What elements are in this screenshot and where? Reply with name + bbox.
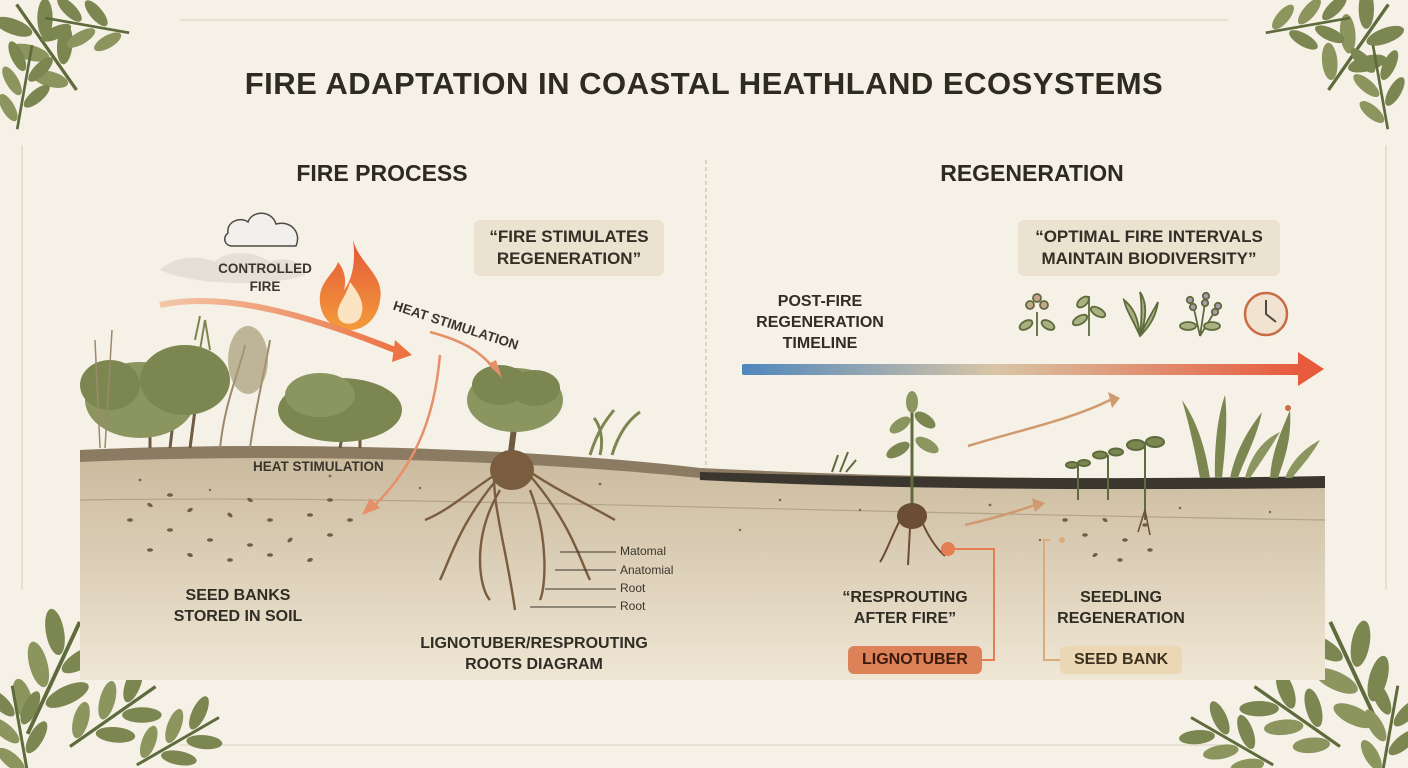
controlled-fire-label-line2: fire (249, 279, 281, 294)
arrowhead-upper (1108, 392, 1120, 408)
fire-stimulates-quote-line1: “Fire stimulates (489, 227, 649, 246)
fire-flow-arrows (159, 298, 502, 515)
heathland-shrubs (80, 315, 641, 456)
timeline-label-line1: Post-fire (777, 293, 863, 310)
seedling-regeneration-label: Seedling regeneration (1048, 587, 1194, 629)
cloud-icon (160, 212, 305, 284)
seed-bank-tag: Seed bank (1060, 646, 1183, 674)
seed-banks-label-line2: stored in soil (173, 608, 303, 625)
timeline-label-line3: timeline (782, 335, 858, 352)
heat-stimulation-lower-label: Heat stimulation (253, 459, 384, 474)
seed-banks-label-line1: Seed banks (185, 587, 291, 604)
new-seedlings (831, 436, 1165, 536)
lignotuber-tree (424, 365, 616, 611)
root-label-lines (530, 551, 616, 608)
controlled-fire-label-line1: Controlled (218, 261, 312, 276)
seedling-regeneration-label-line2: regeneration (1057, 610, 1185, 627)
resprouting-label-line2: after fire” (853, 610, 957, 627)
optimal-intervals-quote-line1: “Optimal fire intervals (1035, 227, 1263, 246)
soil-cross-section (79, 446, 1326, 680)
root-label-3: Root (620, 581, 646, 595)
seedling-regeneration-label-line1: Seedling (1080, 589, 1162, 606)
lavender-icon (1179, 291, 1223, 337)
arrowhead-lower (1032, 498, 1045, 512)
root-label-1: Matomal (620, 544, 667, 558)
lignotuber-diagram-label-line2: roots diagram (465, 656, 603, 673)
sprig-icon (1071, 295, 1107, 336)
regeneration-arrows (964, 398, 1111, 527)
fire-stimulates-quote-line2: regeneration” (496, 249, 642, 268)
fire-process-heading: Fire Process (296, 160, 468, 186)
resprouting-seedling (879, 391, 946, 566)
fire-stimulates-quote: “Fire stimulates regeneration” (474, 220, 664, 276)
lignotuber-tag: Lignotuber (848, 646, 982, 674)
lignotuber-diagram-label-line1: Lignotuber/resprouting (420, 635, 648, 652)
optimal-intervals-quote: “Optimal fire intervals maintain biodive… (1018, 220, 1280, 276)
regeneration-heading: Regeneration (940, 160, 1124, 186)
timeline-label: Post-fire regeneration timeline (742, 291, 898, 354)
resprouting-label-line1: “Resprouting (842, 589, 968, 606)
optimal-intervals-quote-line2: maintain biodiversity” (1041, 249, 1257, 268)
timeline-label-line2: regeneration (756, 314, 884, 331)
controlled-fire-label: Controlled fire (210, 260, 320, 296)
timeline-arrow[interactable] (742, 352, 1324, 386)
callout-connectors (941, 537, 1065, 661)
flame-icon (319, 240, 381, 330)
root-label-4: Root (620, 599, 646, 613)
grass-tuft-icon (1122, 291, 1159, 338)
mature-regrowth (1182, 395, 1320, 478)
flowering-shrub-icon (1018, 293, 1056, 336)
seed-banks-label: Seed banks stored in soil (158, 585, 318, 627)
lignotuber-diagram-label: Lignotuber/resprouting roots diagram (408, 633, 660, 675)
clock-icon (1243, 291, 1289, 337)
frame-lines (21, 19, 1387, 746)
root-label-2: Anatomial (620, 563, 674, 577)
seed-bank-cluster-left (127, 493, 353, 562)
resprouting-label: “Resprouting after fire” (830, 587, 980, 629)
page-title: Fire Adaptation in Coastal Heathland Eco… (244, 66, 1164, 101)
seed-bank-cluster-right (1062, 517, 1153, 562)
